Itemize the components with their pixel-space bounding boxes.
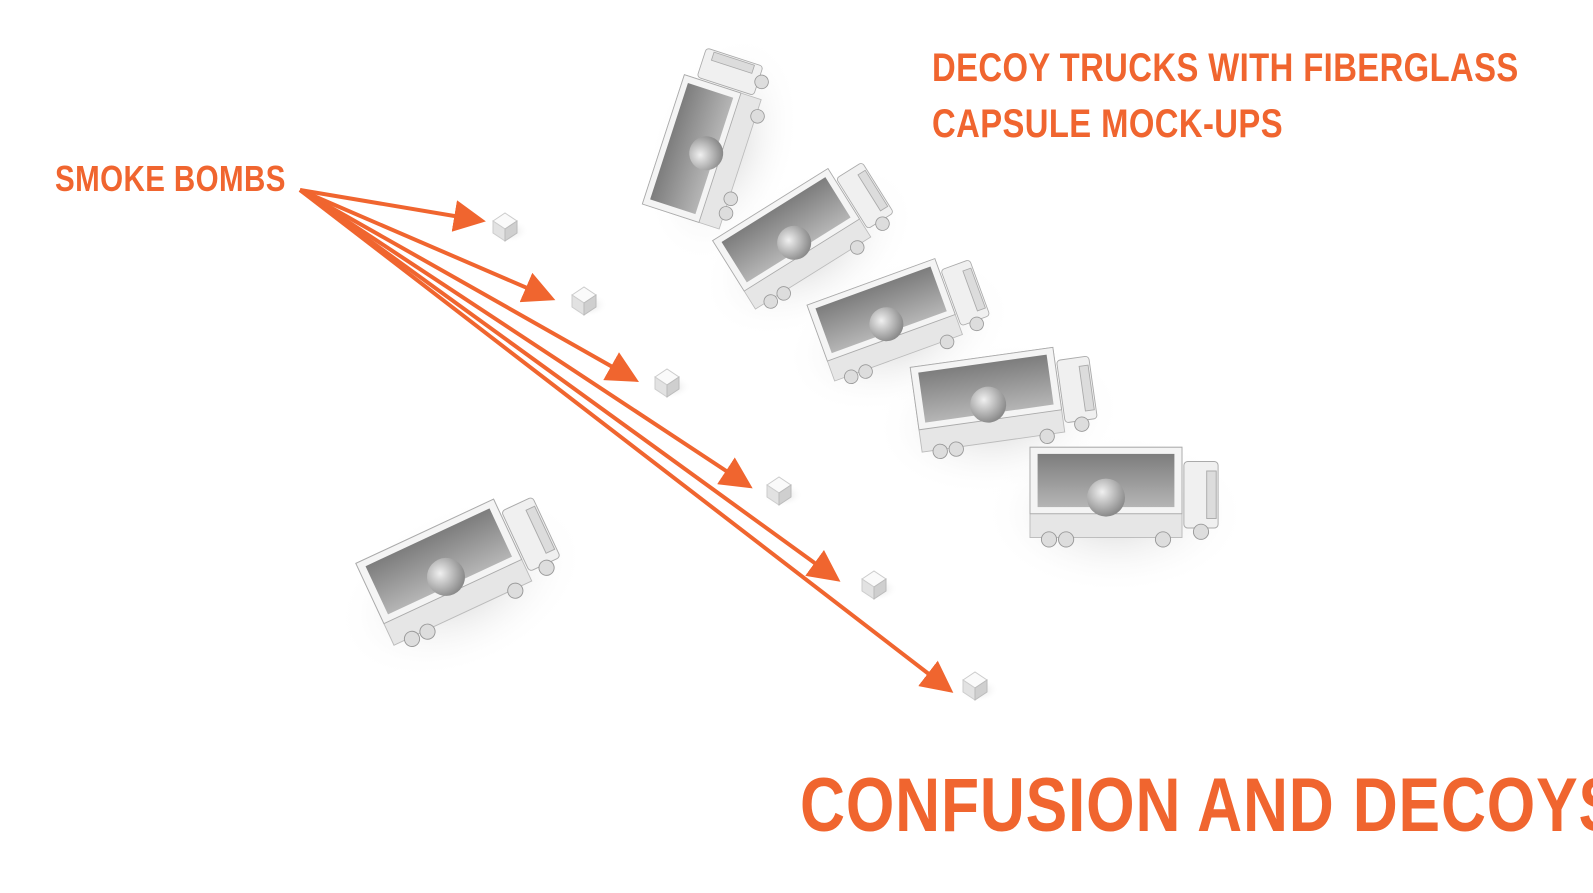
smoke-bomb-arrows [298,188,954,693]
arrow-6 [298,188,954,693]
decoy-trucks-label: DECOY TRUCKS WITH FIBERGLASS CAPSULE MOC… [932,40,1519,152]
smoke-bombs-label: SMOKE BOMBS [55,158,286,199]
decoy-truck-5 [982,432,1249,595]
arrow-1 [299,188,486,232]
smoke-bomb-5 [857,570,899,602]
arrow-4 [298,188,753,489]
arrow-2 [299,188,556,303]
arrow-5 [298,188,841,582]
smoke-bomb-4 [762,476,804,508]
smoke-bomb-2 [567,286,609,318]
real-truck [306,457,617,718]
decoy-label-line-2: CAPSULE MOCK-UPS [932,102,1283,146]
smoke-bomb-6 [958,671,1000,703]
smoke-bomb-3 [650,368,692,400]
decoy-label-line-1: DECOY TRUCKS WITH FIBERGLASS [932,46,1519,90]
arrow-3 [299,188,639,382]
diagram-title: CONFUSION AND DECOYS [800,763,1593,848]
smoke-bomb-1 [488,212,530,244]
